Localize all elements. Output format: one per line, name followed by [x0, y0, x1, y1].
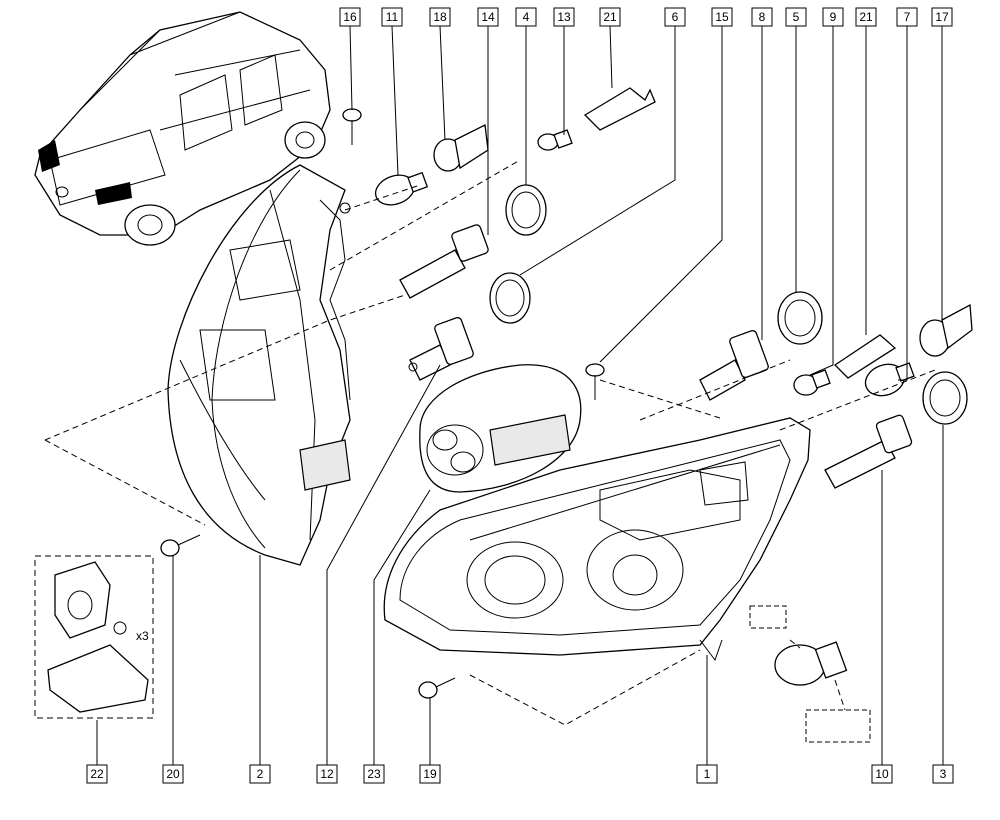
bulb-holder-17	[919, 303, 973, 357]
callout-21-a: 21	[599, 7, 621, 27]
svg-text:21: 21	[859, 10, 873, 24]
callout-15: 15	[711, 7, 733, 27]
bulb-7	[864, 362, 915, 397]
svg-text:16: 16	[343, 10, 357, 24]
svg-text:10: 10	[875, 767, 889, 781]
callout-20: 20	[162, 764, 184, 784]
svg-text:21: 21	[603, 10, 617, 24]
callout-1: 1	[696, 764, 718, 784]
callout-12: 12	[316, 764, 338, 784]
bulb-rear-inset	[774, 641, 848, 686]
svg-text:9: 9	[830, 10, 837, 24]
svg-text:19: 19	[423, 767, 437, 781]
bulb-h7-left	[408, 316, 474, 381]
bulb-9	[793, 369, 831, 396]
screw-19	[418, 677, 456, 699]
svg-text:3: 3	[940, 767, 947, 781]
car-illustration	[34, 11, 331, 246]
bulb-13	[537, 129, 573, 151]
leader-lines	[96, 25, 944, 765]
svg-text:8: 8	[759, 10, 766, 24]
seal-ring-6	[489, 272, 531, 324]
multiplier-label: x3	[136, 629, 149, 643]
callout-5: 5	[785, 7, 807, 27]
callout-19: 19	[419, 764, 441, 784]
svg-text:18: 18	[433, 10, 447, 24]
callout-3: 3	[932, 764, 954, 784]
svg-text:2: 2	[257, 767, 264, 781]
bulb-10	[824, 414, 913, 489]
headlamp-main	[383, 417, 811, 662]
callout-22: 22	[86, 764, 108, 784]
inset-small-box	[749, 605, 787, 629]
bulb-21-top	[583, 87, 656, 131]
svg-text:6: 6	[672, 10, 679, 24]
callout-13: 13	[553, 7, 575, 27]
callout-7: 7	[896, 7, 918, 27]
svg-text:7: 7	[904, 10, 911, 24]
svg-text:15: 15	[715, 10, 729, 24]
callout-2: 2	[249, 764, 271, 784]
svg-text:13: 13	[557, 10, 571, 24]
callout-10: 10	[871, 764, 893, 784]
screw-16	[342, 108, 362, 145]
kit-box-22: x3	[34, 555, 154, 719]
inset-large-box	[805, 709, 871, 743]
svg-text:17: 17	[935, 10, 949, 24]
bulb-11	[374, 171, 429, 206]
svg-text:12: 12	[320, 767, 334, 781]
callout-18: 18	[429, 7, 451, 27]
svg-text:14: 14	[481, 10, 495, 24]
callout-17: 17	[931, 7, 953, 27]
svg-text:11: 11	[386, 10, 399, 24]
seal-ring-4	[505, 184, 547, 236]
callout-8: 8	[751, 7, 773, 27]
seal-ring-5	[777, 291, 823, 345]
screw-20	[160, 534, 201, 557]
callout-9: 9	[822, 7, 844, 27]
callout-21-b: 21	[855, 7, 877, 27]
callout-6: 6	[664, 7, 686, 27]
bulb-h7-right	[699, 329, 769, 401]
callout-14: 14	[477, 7, 499, 27]
reflector-insert	[419, 364, 582, 493]
callout-4: 4	[515, 7, 537, 27]
seal-ring-3	[922, 371, 968, 425]
bulb-h-left	[399, 224, 489, 299]
svg-text:5: 5	[793, 10, 800, 24]
svg-text:23: 23	[367, 767, 381, 781]
callout-16: 16	[339, 7, 361, 27]
svg-text:20: 20	[166, 767, 180, 781]
headlamp-side-view	[167, 164, 351, 566]
svg-text:22: 22	[90, 767, 104, 781]
svg-text:4: 4	[523, 10, 530, 24]
callout-23: 23	[363, 764, 385, 784]
bulb-holder-18	[433, 124, 489, 172]
svg-text:1: 1	[704, 767, 711, 781]
screw-15	[585, 363, 605, 400]
callout-11: 11	[381, 7, 403, 27]
bulb-21-right	[833, 334, 897, 379]
